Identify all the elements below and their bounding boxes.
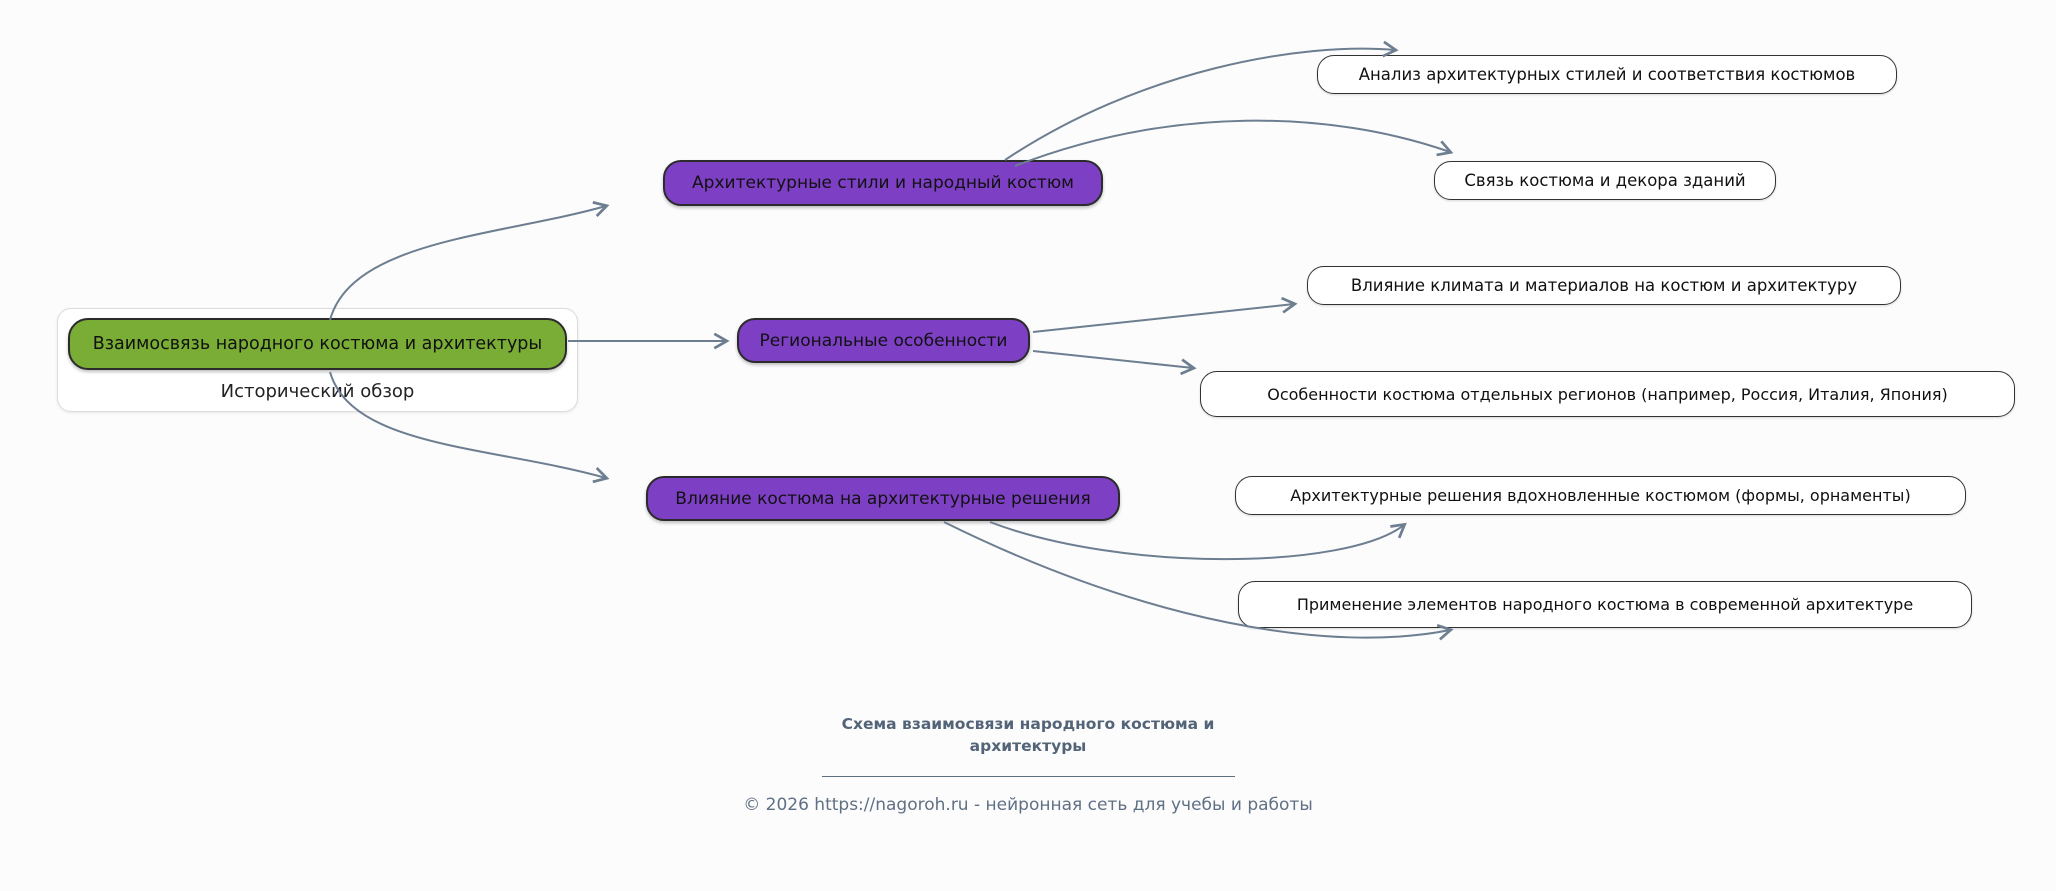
leaf-node-label: Связь костюма и декора зданий	[1464, 171, 1746, 190]
branch-node-label: Региональные особенности	[759, 330, 1008, 351]
branch-node-architectural-styles[interactable]: Архитектурные стили и народный костюм	[663, 160, 1103, 206]
root-node[interactable]: Взаимосвязь народного костюма и архитект…	[68, 318, 567, 370]
leaf-node[interactable]: Применение элементов народного костюма в…	[1238, 581, 1972, 628]
root-subtitle: Исторический обзор	[220, 381, 415, 402]
leaf-node[interactable]: Связь костюма и декора зданий	[1434, 161, 1776, 200]
leaf-node-label: Влияние климата и материалов на костюм и…	[1350, 276, 1858, 295]
edge-branch1-leaf1	[1032, 350, 1197, 376]
leaf-node-label: Архитектурные решения вдохновленные кост…	[1290, 486, 1911, 505]
leaf-node[interactable]: Влияние климата и материалов на костюм и…	[1307, 266, 1901, 305]
edge-branch1-leaf0	[1032, 296, 1298, 333]
leaf-node[interactable]: Архитектурные решения вдохновленные кост…	[1235, 476, 1966, 515]
branch-node-regional-features[interactable]: Региональные особенности	[737, 318, 1030, 363]
root-node-label: Взаимосвязь народного костюма и архитект…	[92, 334, 543, 354]
diagram-title: Схема взаимосвязи народного костюма и ар…	[578, 714, 1478, 757]
leaf-node-label: Анализ архитектурных стилей и соответств…	[1358, 65, 1856, 84]
footer-copyright: © 2026 https://nagoroh.ru - нейронная се…	[743, 795, 1313, 815]
leaf-node[interactable]: Особенности костюма отдельных регионов (…	[1200, 371, 2015, 417]
edge-branch2-leaf0	[989, 521, 1407, 561]
branch-node-label: Влияние костюма на архитектурные решения	[675, 488, 1091, 509]
leaf-node-label: Применение элементов народного костюма в…	[1296, 595, 1914, 614]
edge-root-branch0	[329, 200, 610, 321]
branch-node-costume-influence[interactable]: Влияние костюма на архитектурные решения	[646, 476, 1120, 521]
diagram-title-text: Схема взаимосвязи народного костюма и ар…	[841, 715, 1215, 755]
leaf-node[interactable]: Анализ архитектурных стилей и соответств…	[1317, 55, 1897, 94]
leaf-node-label: Особенности костюма отдельных регионов (…	[1267, 384, 1948, 404]
footer-divider	[822, 776, 1235, 777]
branch-node-label: Архитектурные стили и народный костюм	[692, 173, 1074, 193]
